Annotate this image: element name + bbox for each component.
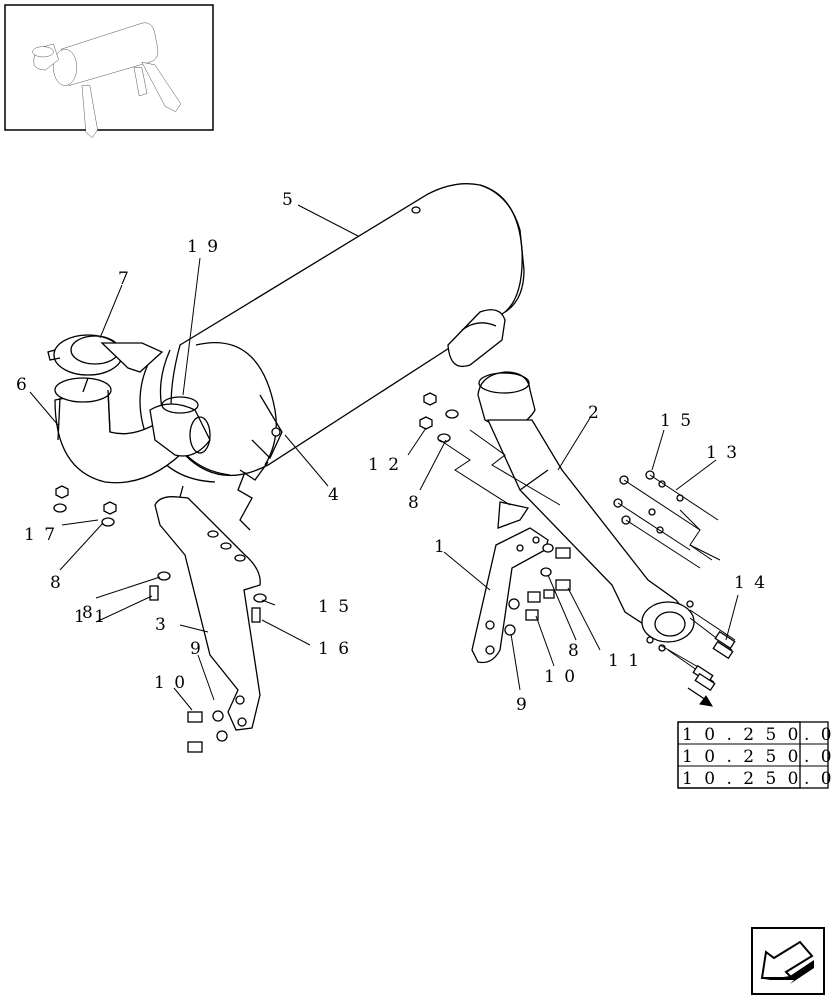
- callout-15: 1 5: [660, 411, 693, 431]
- callout-6: 6: [16, 375, 29, 395]
- reference-1-suffix: . 0: [804, 725, 832, 745]
- callout-19: 1 9: [187, 237, 220, 257]
- upper-bolt-set: [613, 470, 719, 569]
- reference-2[interactable]: 1 0 . 2 5 0: [682, 747, 802, 767]
- reference-arrow-icon: [687, 687, 713, 707]
- reference-3-suffix: . 0: [804, 769, 832, 789]
- leader-lines: [29, 204, 739, 711]
- break-lines: [439, 429, 721, 561]
- left-bracket: [154, 471, 261, 731]
- callout-8-right: 8: [568, 641, 581, 661]
- callout-8-left: 8: [50, 573, 63, 593]
- reference-3[interactable]: 1 0 . 2 5 0: [682, 769, 802, 789]
- callout-17: 1 6: [318, 639, 351, 659]
- callout-8-mid: 8: [82, 603, 95, 623]
- rain-cap: [47, 334, 164, 393]
- callout-10-right: 1 0: [544, 667, 577, 687]
- reference-1[interactable]: 1 0 . 2 5 0: [682, 725, 802, 745]
- callout-14: 1 4: [734, 573, 767, 593]
- callout-4: 4: [328, 485, 341, 505]
- callout-9-right: 9: [516, 695, 529, 715]
- right-bracket: [471, 501, 549, 664]
- callout-11-right: 1 1: [608, 651, 641, 671]
- callout-12: 1 2: [368, 455, 401, 475]
- callout-8-upper: 8: [408, 493, 421, 513]
- callout-10-left: 1 0: [154, 673, 187, 693]
- callout-1: 1: [434, 537, 447, 557]
- callout-18: 1 7: [24, 525, 57, 545]
- next-page-arrow-icon[interactable]: [751, 927, 825, 995]
- callout-3: 3: [155, 615, 168, 635]
- reference-2-suffix: . 0: [804, 747, 832, 767]
- fasteners: [53, 392, 571, 753]
- exhaust-pipe: [477, 371, 736, 692]
- callout-7: 7: [118, 269, 131, 289]
- callout-13: 1 3: [706, 443, 739, 463]
- assembly-thumbnail-icon[interactable]: [4, 4, 214, 138]
- muffler: [139, 183, 525, 483]
- callout-5: 5: [282, 190, 295, 210]
- inlet-elbow: [54, 377, 211, 484]
- callouts: 5 1 9 7 6 4 2 1 2 8 1 7 8 8 1 1 3 1 5 1 …: [16, 190, 767, 715]
- callout-2: 2: [588, 403, 601, 423]
- reference-table: 1 0 . 2 5 0 . 0 1 0 . 2 5 0 . 0 1 0 . 2 …: [677, 721, 832, 789]
- callout-16: 1 5: [318, 597, 351, 617]
- callout-11-left: 1 1: [74, 607, 107, 627]
- callout-9-left: 9: [190, 639, 203, 659]
